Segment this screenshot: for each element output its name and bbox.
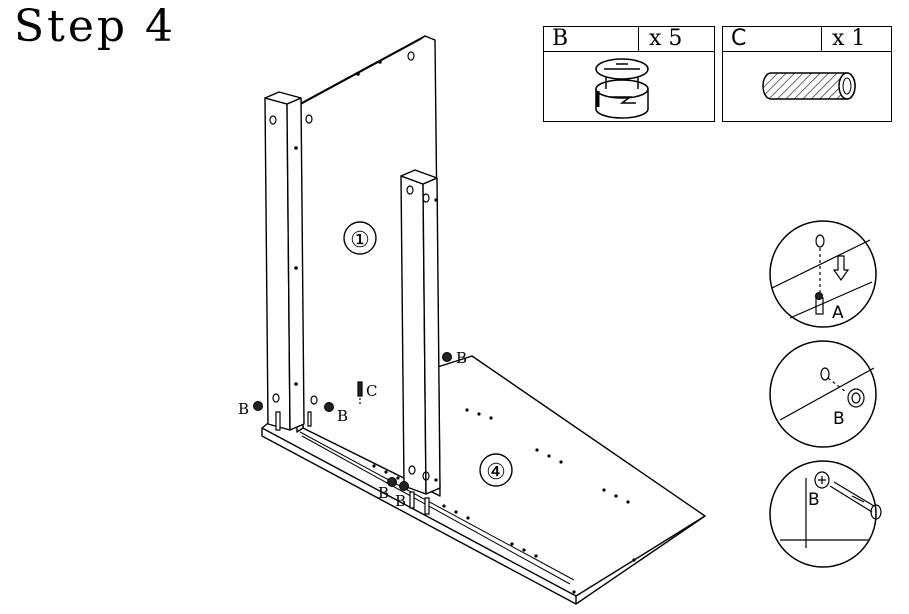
part-c-box: C x 1 (722, 26, 892, 122)
part-c-code: C (731, 26, 747, 51)
part-c-header: C x 1 (723, 27, 891, 52)
part-b-code: B (552, 26, 569, 51)
part-c-quantity: x 1 (821, 27, 891, 51)
detail-cam-circle (769, 340, 877, 448)
front-post (400, 169, 441, 495)
detail-lock-label: B (808, 490, 820, 510)
cam-bolt-callout-1: B (238, 400, 249, 418)
detail-insert-label: A (832, 303, 844, 323)
cam-bolt-callout-5: B (395, 492, 406, 510)
part-b-box: B x 5 (543, 26, 715, 122)
panel-1-marker (343, 221, 377, 255)
left-rail (264, 91, 305, 431)
cam-bolt-callout-2: B (337, 407, 348, 425)
dowel-callout: C (366, 382, 377, 400)
part-b-quantity: x 5 (638, 27, 714, 51)
detail-lock-circle (769, 460, 877, 568)
part-b-header: B x 5 (544, 27, 714, 52)
cam-lock-icon (595, 58, 649, 119)
cam-bolt-callout-4: B (378, 484, 389, 502)
detail-cam-label: B (833, 409, 845, 429)
side-panel-label: ① (350, 228, 370, 253)
panel-4-marker (479, 453, 513, 487)
bottom-panel-label: ④ (486, 460, 506, 485)
cam-bolt-callout-3: B (456, 349, 467, 367)
step-title: Step 4 (14, 1, 177, 52)
detail-insert-circle (769, 220, 877, 328)
dowel-icon (762, 72, 856, 100)
